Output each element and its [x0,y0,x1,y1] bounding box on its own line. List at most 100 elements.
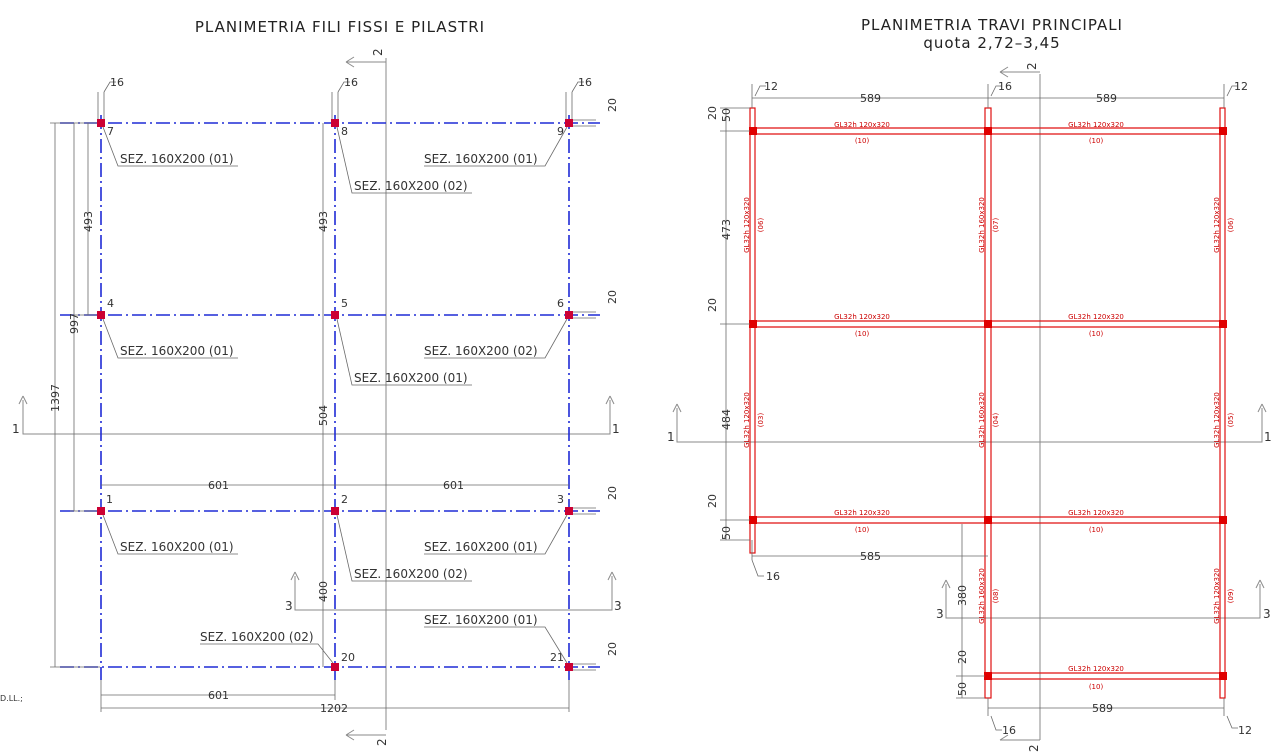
dim-12: 12 [1238,724,1252,737]
dim-380: 380 [956,585,969,606]
column-4 [97,311,105,319]
column-21 [565,663,573,671]
beam-label: GL32h 120x320 [1213,197,1221,253]
right-columns [749,127,1227,680]
beam-label: GL32h 160x320 [978,392,986,448]
right-plan: PLANIMETRIA TRAVI PRINCIPALI quota 2,72–… [667,16,1272,752]
section-label: SEZ. 160X200 (02) [424,344,538,358]
section-mark-3-right: 3 [614,599,622,613]
edge-text: D.LL.; [0,694,23,703]
dim-50: 50 [720,526,733,540]
beam-label: GL32h 120x320 [834,121,890,129]
dim-16: 16 [578,76,592,89]
column-9 [565,119,573,127]
section-label: SEZ. 160X200 (01) [120,344,234,358]
dim-20: 20 [706,298,719,312]
columns [97,119,573,671]
column-number: 8 [341,125,348,138]
column-20 [331,663,339,671]
section-label: SEZ. 160X200 (02) [200,630,314,644]
dim-1397: 1397 [49,384,62,412]
beam-tag: (06) [757,218,765,233]
section-line-1-right: 1 1 [667,403,1272,444]
beam-tag: (10) [1089,683,1104,691]
dim-493: 493 [317,211,330,232]
dim-12: 12 [1234,80,1248,93]
column-number: 1 [106,493,113,506]
column-number: 6 [557,297,564,310]
section-label: SEZ. 160X200 (01) [120,152,234,166]
dim-20: 20 [606,98,619,112]
dim-997: 997 [68,313,81,334]
beam-tag: (07) [992,218,1000,233]
dim-50: 50 [956,682,969,696]
dim-589: 589 [860,92,881,105]
section-label: SEZ. 160X200 (01) [424,152,538,166]
section-line-1: 1 1 [12,395,620,436]
column-number: 4 [107,297,114,310]
section-mark-2-bottom: 2 [375,738,389,746]
beam-tag: (06) [1227,218,1235,233]
column-3 [565,507,573,515]
beam-tag: (10) [855,137,870,145]
beam-label: GL32h 160x320 [978,197,986,253]
column-6 [565,311,573,319]
column-1 [97,507,105,515]
dim-50: 50 [720,108,733,122]
left-title: PLANIMETRIA FILI FISSI E PILASTRI [195,18,485,36]
section-mark-3-left: 3 [285,599,293,613]
section-line-2: 2 2 [345,48,389,746]
dim-1202: 1202 [320,702,348,715]
left-dimensions [50,81,596,712]
right-title: PLANIMETRIA TRAVI PRINCIPALI [861,16,1123,34]
dim-16: 16 [766,570,780,583]
section-mark-3-right: 3 [1263,607,1271,621]
beam-tag: (10) [1089,330,1104,338]
dim-20: 20 [606,642,619,656]
dim-601: 601 [443,479,464,492]
beam-label: GL32h 120x320 [1068,665,1124,673]
section-label: SEZ. 160X200 (01) [354,371,468,385]
right-dimensions [720,84,1238,731]
beam-label: GL32h 120x320 [1213,568,1221,624]
beam-label: GL32h 120x320 [1213,392,1221,448]
beam-tag: (05) [1227,413,1235,428]
column-number: 9 [557,125,564,138]
column-number: 2 [341,493,348,506]
section-mark-1-right: 1 [1264,430,1272,444]
column-number: 20 [341,651,355,664]
dim-16: 16 [998,80,1012,93]
section-label: SEZ. 160X200 (02) [354,179,468,193]
right-subtitle: quota 2,72–3,45 [923,34,1060,52]
dim-504: 504 [317,405,330,426]
dim-12: 12 [764,80,778,93]
dim-16: 16 [110,76,124,89]
section-mark-1-left: 1 [667,430,675,444]
beam-label: GL32h 120x320 [743,197,751,253]
dim-473: 473 [720,219,733,240]
dim-601: 601 [208,689,229,702]
section-mark-2-top: 2 [1025,62,1039,70]
dim-16: 16 [344,76,358,89]
section-line-3: 3 3 [285,571,622,613]
horizontal-beams [752,127,1224,680]
beam-tag: (10) [855,526,870,534]
column-number: 3 [557,493,564,506]
beam-label: GL32h 120x320 [743,392,751,448]
dim-493: 493 [82,211,95,232]
section-mark-3-left: 3 [936,607,944,621]
dim-589: 589 [1092,702,1113,715]
section-label: SEZ. 160X200 (01) [424,613,538,627]
section-mark-1-left: 1 [12,422,20,436]
column-2 [331,507,339,515]
column-7 [97,119,105,127]
section-label: SEZ. 160X200 (02) [354,567,468,581]
column-number: 7 [107,125,114,138]
beam-label: GL32h 120x320 [1068,121,1124,129]
section-label: SEZ. 160X200 (01) [424,540,538,554]
dim-20: 20 [606,290,619,304]
beam-tag: (10) [855,330,870,338]
section-line-3-right: 3 3 [936,579,1271,621]
section-mark-2-bottom: 2 [1027,744,1041,752]
